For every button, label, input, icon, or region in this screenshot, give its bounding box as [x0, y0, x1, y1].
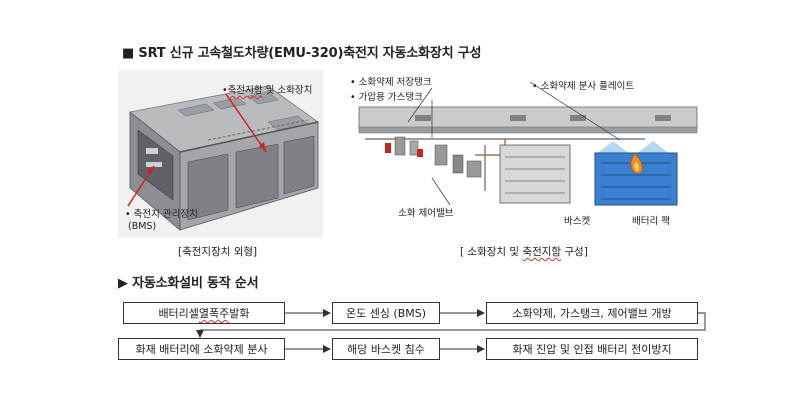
- title-text: SRT 신규 고속철도차량(EMU-320)축전지 자동소화장치 구성: [138, 46, 482, 61]
- label-storage-tank: • 소화약제 저장탱크: [350, 77, 432, 88]
- page-title: ■ SRT 신규 고속철도차량(EMU-320)축전지 자동소화장치 구성: [122, 42, 481, 61]
- left-arrows: [127, 93, 267, 207]
- step-6-box: 화재 진압 및 인접 배터리 전이방지: [486, 338, 698, 360]
- label-control-valve: 소화 제어밸브: [398, 208, 454, 219]
- label-basket: 바스켓: [564, 216, 591, 227]
- suppression-system-drawing: [358, 106, 698, 206]
- sequence-marker: ▶: [118, 276, 128, 291]
- step-5-box: 해당 바스켓 침수: [332, 338, 440, 360]
- step-3-box: 소화약제, 가스탱크, 제어밸브 개방: [486, 302, 698, 324]
- label-spray-plate: • 소화약제 분사 플레이트: [532, 81, 635, 92]
- title-bullet: ■: [122, 46, 135, 61]
- step-2-box: 온도 센싱 (BMS): [332, 302, 440, 324]
- step-1-box: 배터리셀 열폭주 발화: [123, 302, 285, 324]
- battery-unit-drawing: [129, 85, 319, 231]
- battery-unit-image: [118, 70, 323, 238]
- label-bms-sub: (BMS): [128, 221, 157, 232]
- caption-left: [축전지장치 외형]: [178, 246, 258, 258]
- label-battery-pack: 배터리 팩: [632, 216, 670, 227]
- right-leader-lines: [407, 81, 621, 206]
- caption-right: [ 소화장치 및 축전지함 구성]: [460, 246, 588, 258]
- sequence-title: ▶ 자동소화설비 동작 순서: [118, 276, 259, 291]
- label-gas-tank: • 가압용 가스탱크: [350, 92, 423, 103]
- label-bms: • 축전지 관리장치: [125, 209, 198, 220]
- step-4-box: 화재 배터리에 소화약제 분사: [118, 338, 285, 360]
- label-battery-box: •축전지함 및 소화장치: [222, 85, 313, 96]
